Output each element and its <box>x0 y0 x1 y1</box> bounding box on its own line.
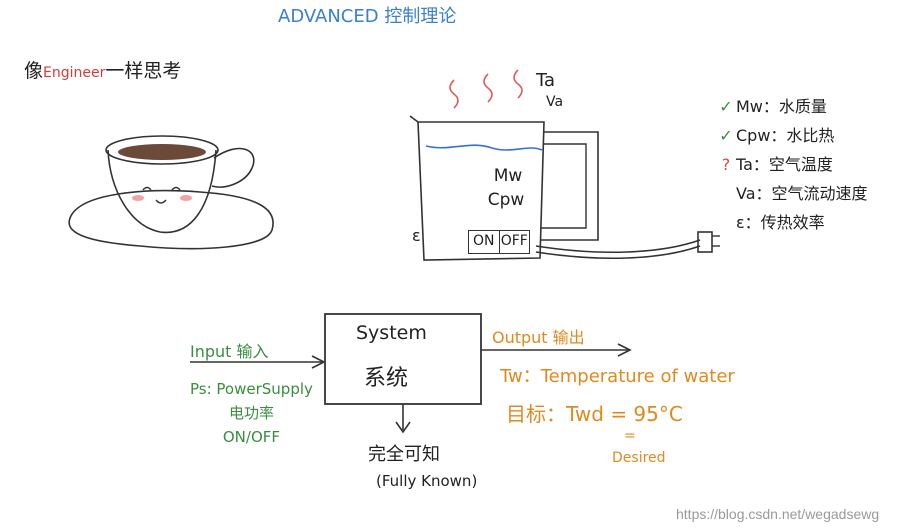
system-label-zh: 系统 <box>364 366 409 391</box>
cup-eye-left <box>142 186 152 191</box>
output-tw: Tw：Temperature of water <box>500 366 735 387</box>
steam-2 <box>483 73 493 103</box>
variable-text: Ta：空气温度 <box>736 155 833 174</box>
input-label: Input 输入 <box>190 342 269 361</box>
kettle-cpw-label: Cpw <box>487 190 525 210</box>
kettle-handle <box>540 131 599 241</box>
page-title: ADVANCED 控制理论 <box>278 6 457 27</box>
coffee-cup <box>107 149 217 234</box>
input-ps: Ps: PowerSupply <box>190 380 313 398</box>
variable-item: ? Ta：空气温度 <box>716 150 868 179</box>
steam-1 <box>449 79 459 109</box>
input-onoff: ON/OFF <box>222 428 281 446</box>
check-icon: ✓ <box>719 97 733 116</box>
fully-known-zh: 完全可知 <box>368 444 440 465</box>
cup-eye-right <box>171 186 181 191</box>
cup-rim <box>105 135 219 165</box>
desired-label: Desired <box>612 450 666 466</box>
kettle-epsilon-label: ε <box>412 226 421 245</box>
switch-off-label: OFF <box>500 233 528 249</box>
cup-blush-right <box>180 195 192 201</box>
variable-text: ε：传热效率 <box>736 213 825 232</box>
water-level <box>425 144 543 151</box>
variable-item: ✓ Mw：水质量 <box>716 92 868 121</box>
kettle-spout <box>409 115 419 123</box>
coffee-surface <box>118 144 206 160</box>
subtitle-post: 一样思考 <box>105 60 182 82</box>
subtitle-eng: Engineer <box>43 65 106 81</box>
input-zh: 电功率 <box>228 404 274 422</box>
output-label: Output 输出 <box>492 328 585 347</box>
variable-text: Va：空气流动速度 <box>736 184 868 203</box>
power-plug <box>697 231 713 253</box>
variable-text: Cpw：水比热 <box>736 126 835 145</box>
fully-known-en: (Fully Known) <box>376 472 478 490</box>
subtitle-pre: 像 <box>24 60 44 82</box>
kettle-ta-label: Ta <box>536 70 556 91</box>
saucer <box>68 189 274 250</box>
variable-text: Mw：水质量 <box>736 97 827 116</box>
subtitle: 像Engineer一样思考 <box>24 56 181 83</box>
cup-handle <box>211 147 255 188</box>
variable-item: Va：空气流动速度 <box>716 179 868 208</box>
power-cord <box>535 239 701 254</box>
variable-item: ε：传热效率 <box>716 208 868 237</box>
switch-on-label: ON <box>469 231 500 253</box>
output-target: 目标：Twd = 95°C <box>506 402 683 426</box>
system-label-en: System <box>356 322 427 344</box>
check-icon: ✓ <box>719 126 733 145</box>
variable-list: ✓ Mw：水质量 ✓ Cpw：水比热 ? Ta：空气温度 Va：空气流动速度 ε… <box>716 92 868 237</box>
variable-item: ✓ Cpw：水比热 <box>716 121 868 150</box>
question-icon: ? <box>721 155 731 174</box>
kettle-va-label: Va <box>546 94 564 110</box>
watermark: https://blog.csdn.net/wegadsewg <box>676 506 880 522</box>
kettle-body <box>417 121 545 261</box>
power-cord-2 <box>535 245 701 260</box>
kettle-mw-label: Mw <box>493 166 523 186</box>
desired-mark: = <box>624 428 636 444</box>
kettle-switch: ON OFF <box>468 230 530 254</box>
cup-smile <box>155 199 167 204</box>
steam-3 <box>513 69 523 99</box>
input-details: Ps: PowerSupply 电功率 ON/OFF <box>190 377 313 449</box>
kettle-handle-inner <box>540 143 587 229</box>
cup-blush-left <box>132 195 144 201</box>
